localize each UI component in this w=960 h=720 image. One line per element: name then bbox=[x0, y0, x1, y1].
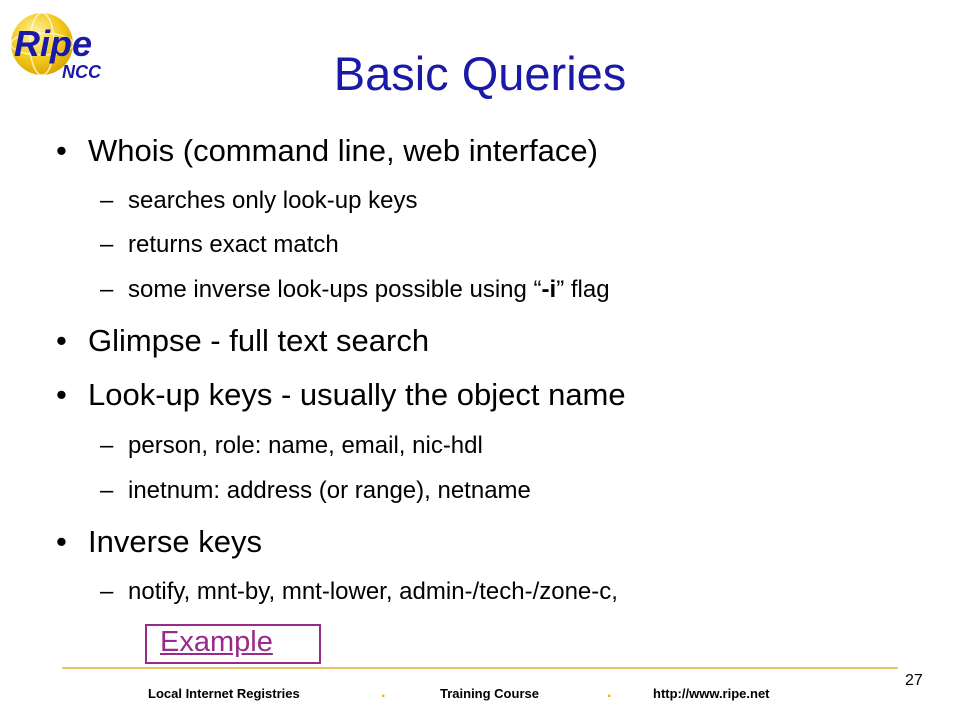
sub-bullet-text: returns exact match bbox=[128, 231, 339, 258]
bullet-text: Inverse keys bbox=[88, 524, 263, 559]
logo-subtext: NCC bbox=[62, 62, 102, 82]
footer-url: http://www.ripe.net bbox=[653, 686, 770, 701]
dash-marker: – bbox=[100, 432, 114, 459]
footer-middle-text: Training Course bbox=[440, 686, 539, 701]
sub-bullet-item: –some inverse look-ups possible using “-… bbox=[100, 276, 610, 304]
bullet-item: • Glimpse - full text search bbox=[56, 323, 429, 359]
sub-bullet-item: –inetnum: address (or range), netname bbox=[100, 477, 531, 505]
bullet-text: Glimpse - full text search bbox=[88, 323, 430, 358]
dash-marker: – bbox=[100, 477, 114, 504]
dash-marker: – bbox=[100, 276, 114, 303]
sub-bullet-text: inetnum: address (or range), netname bbox=[128, 477, 531, 504]
globe-icon bbox=[11, 13, 73, 75]
sub-bullet-text: notify, mnt-by, mnt-lower, admin-/tech-/… bbox=[128, 578, 618, 605]
footer-separator: . bbox=[381, 684, 386, 701]
slide-title: Basic Queries bbox=[333, 47, 627, 100]
sub-bullet-text: searches only look-up keys bbox=[128, 187, 418, 214]
sub-bullet-text-post: ” flag bbox=[556, 276, 610, 303]
example-link[interactable]: Example bbox=[160, 626, 273, 658]
bullet-item: • Inverse keys bbox=[56, 524, 262, 560]
footer-divider bbox=[62, 667, 898, 669]
sub-bullet-text: person, role: name, email, nic-hdl bbox=[128, 432, 483, 459]
logo-text: Ripe bbox=[14, 23, 92, 64]
bullet-marker: • bbox=[56, 323, 67, 358]
sub-bullet-item: –notify, mnt-by, mnt-lower, admin-/tech-… bbox=[100, 578, 618, 606]
sub-bullet-text-pre: some inverse look-ups possible using “ bbox=[128, 276, 542, 303]
dash-marker: – bbox=[100, 578, 114, 605]
example-frame bbox=[145, 624, 321, 664]
sub-bullet-item: –returns exact match bbox=[100, 231, 339, 259]
footer-left-text: Local Internet Registries bbox=[148, 686, 300, 701]
bullet-item: • Look-up keys - usually the object name bbox=[56, 377, 626, 413]
inverse-flag: -i bbox=[541, 276, 557, 303]
sub-bullet-item: –person, role: name, email, nic-hdl bbox=[100, 432, 483, 460]
ripe-ncc-logo: Ripe NCC bbox=[10, 12, 102, 82]
footer-separator: . bbox=[607, 684, 612, 701]
sub-bullet-item: –searches only look-up keys bbox=[100, 187, 417, 215]
bullet-item: • Whois (command line, web interface) bbox=[56, 133, 598, 169]
bullet-text: Whois (command line, web interface) bbox=[88, 133, 598, 168]
bullet-marker: • bbox=[56, 133, 67, 168]
bullet-text: Look-up keys - usually the object name bbox=[88, 377, 626, 412]
bullet-marker: • bbox=[56, 524, 67, 559]
dash-marker: – bbox=[100, 187, 114, 214]
page-number: 27 bbox=[905, 672, 923, 689]
bullet-marker: • bbox=[56, 377, 67, 412]
dash-marker: – bbox=[100, 231, 114, 258]
